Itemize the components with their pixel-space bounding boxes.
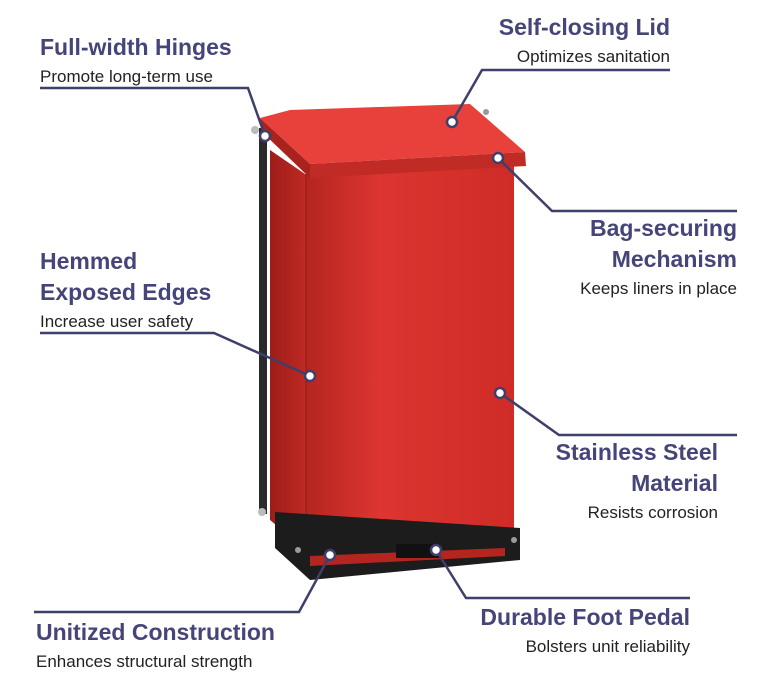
lid-front-edge xyxy=(310,152,526,178)
lid-side-edge xyxy=(260,118,310,178)
leader-hinges xyxy=(40,86,267,137)
callout-hinges: Full-width Hinges Promote long-term use xyxy=(40,32,232,89)
callout-steel-description: Resists corrosion xyxy=(587,503,718,522)
can-side-panel xyxy=(270,150,308,552)
lid-knob xyxy=(483,109,489,115)
marker-hinges xyxy=(258,129,272,143)
callout-construction-title: Unitized Construction xyxy=(36,619,275,645)
callout-steel-title: Stainless Steel Material xyxy=(555,439,718,496)
can-front-panel xyxy=(306,166,514,552)
hinge-bolt-bottom xyxy=(258,508,266,516)
callout-lid: Self-closing Lid Optimizes sanitation xyxy=(499,12,670,69)
callout-construction-description: Enhances structural strength xyxy=(36,652,253,671)
callout-hinges-description: Promote long-term use xyxy=(40,67,213,86)
callout-lid-description: Optimizes sanitation xyxy=(516,47,670,66)
callout-pedal: Durable Foot Pedal Bolsters unit reliabi… xyxy=(480,602,690,659)
hinge-bar xyxy=(259,128,267,514)
marker-edges xyxy=(303,369,317,383)
leader-steel xyxy=(499,391,737,437)
callout-bag: Bag-securing Mechanism Keeps liners in p… xyxy=(497,213,737,301)
hinge-bolt-top xyxy=(251,126,259,134)
leader-construction xyxy=(34,554,332,614)
leader-pedal xyxy=(434,549,690,600)
callout-edges-title: Hemmed Exposed Edges xyxy=(40,248,212,305)
callout-pedal-title: Durable Foot Pedal xyxy=(480,604,690,630)
marker-construction xyxy=(323,548,337,562)
callout-lid-title: Self-closing Lid xyxy=(498,14,670,40)
leader-edges xyxy=(40,331,311,378)
callout-bag-description: Keeps liners in place xyxy=(580,279,737,298)
callout-hinges-title: Full-width Hinges xyxy=(40,34,232,60)
callout-steel: Stainless Steel Material Resists corrosi… xyxy=(518,437,718,525)
marker-pedal xyxy=(429,543,443,557)
marker-steel xyxy=(493,386,507,400)
marker-lid xyxy=(445,115,459,129)
callout-pedal-description: Bolsters unit reliability xyxy=(525,637,690,656)
callout-edges-description: Increase user safety xyxy=(40,312,194,331)
leader-bag xyxy=(497,157,737,213)
foot-pedal xyxy=(396,544,440,558)
callout-construction: Unitized Construction Enhances structura… xyxy=(36,617,275,674)
callout-edges: Hemmed Exposed Edges Increase user safet… xyxy=(40,246,230,334)
leader-lid xyxy=(450,68,670,123)
callout-bag-title: Bag-securing Mechanism xyxy=(590,215,737,272)
marker-bag xyxy=(491,151,505,165)
lid-top xyxy=(260,104,525,164)
